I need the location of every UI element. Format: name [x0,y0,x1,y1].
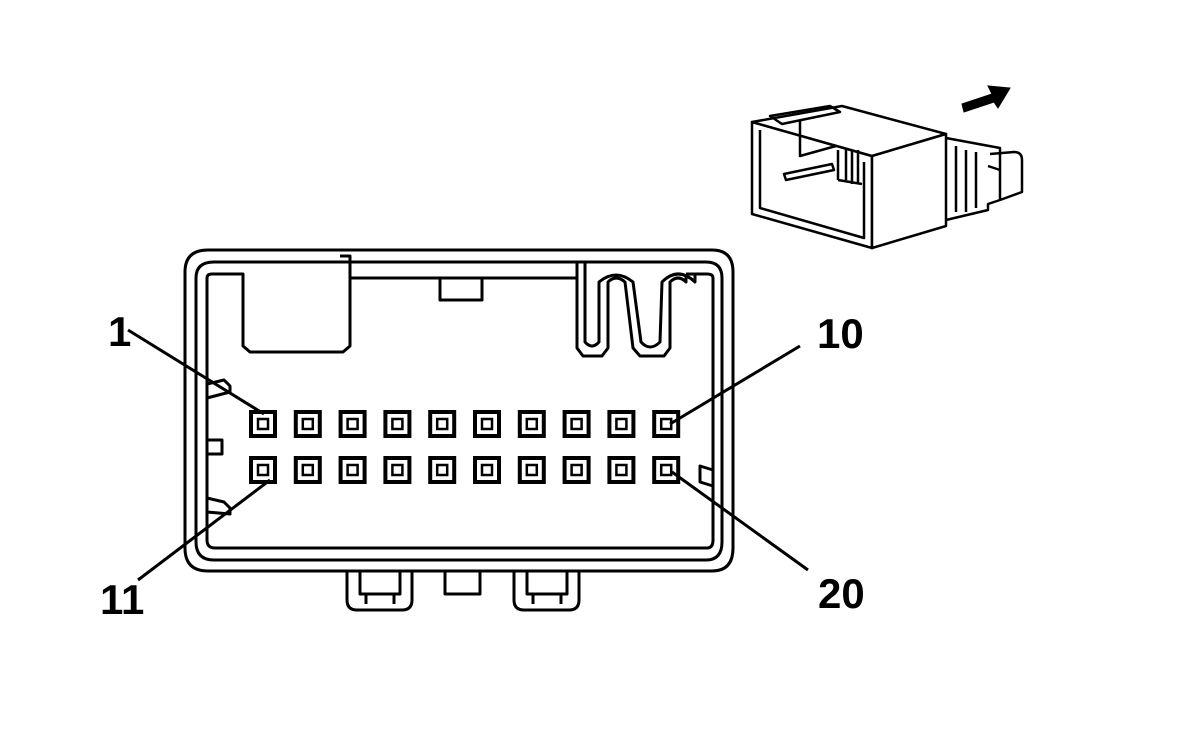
iso-pin-slots [836,148,863,186]
pin-cavity-outer [428,456,457,484]
bottom-tab-right [512,571,581,612]
pin-cavity-18 [562,456,591,484]
housing-inner-rim [194,260,724,562]
pin-label-11: 11 [100,576,144,623]
leader-line-pin-1 [127,328,265,416]
pin-cavity-15 [428,456,457,484]
pin-cavity-inner [301,417,315,431]
pin-cavity-6 [473,410,501,438]
pin-cavity-outer [517,456,546,484]
pin-cavity-inner [346,463,359,477]
pin-cavity-inner [256,417,270,431]
bottom-tab-left [345,571,414,612]
leader-line-pin-20 [671,470,809,572]
leader-lines [127,328,809,582]
iso-side-face [870,132,948,250]
left-notch-upper [206,378,232,400]
pin-cavity-inner [256,463,270,477]
pin-cavity-3 [338,410,367,438]
pin-cavity-inner [301,463,315,477]
iso-top-step [798,120,837,158]
pin-cavity-1 [249,410,277,438]
bottom-tab-left-inner [358,571,402,604]
iso-rear-body [945,136,1002,222]
bottom-key [443,571,482,596]
pin-grid [249,410,681,484]
pin-cavity-10 [652,410,681,438]
pin-label-1: 1 [108,308,131,355]
pin-label-20: 20 [818,570,865,617]
pin-cavity-11 [249,456,277,484]
pin-cavity-inner [480,417,494,431]
pin-cavity-inner [615,417,628,431]
pin-cavity-7 [517,410,546,438]
iso-top-latch [768,104,842,126]
right-notch [698,464,714,488]
left-latch-pocket-inner [340,254,352,264]
pin-cavity-inner [570,417,583,431]
pin-cavity-inner [659,463,673,477]
cavity-top [205,272,715,550]
pin-cavity-19 [607,456,636,484]
pin-cavity-8 [562,410,591,438]
leader-line-pin-11 [137,478,271,582]
pin-cavity-12 [293,456,322,484]
pin-cavity-inner [435,417,449,431]
iso-rear-cap [987,150,1024,202]
pin-cavity-inner [570,463,583,477]
pin-cavity-inner [391,463,404,477]
pin-cavity-inner [435,463,449,477]
leader-line-pin-10 [669,344,801,426]
connector-face [183,248,735,612]
left-notch-middle [207,438,224,456]
pin-cavity-inner [391,417,404,431]
left-latch-pocket [236,262,352,354]
pin-cavity-14 [383,456,412,484]
pin-cavity-4 [383,410,412,438]
arrow-right-icon [961,85,1011,113]
housing-outer [183,248,735,573]
pin-cavity-16 [473,456,501,484]
pin-cavity-20 [652,456,681,484]
right-latch-slots-inner [583,262,697,349]
pin-cavity-inner [525,463,539,477]
pin-cavity-inner [659,417,673,431]
pin-cavity-9 [607,410,636,438]
pin-label-10: 10 [817,310,864,357]
pin-cavity-5 [428,410,457,438]
pin-cavity-17 [517,456,546,484]
pin-cavity-outer [562,410,591,438]
pin-cavity-inner [346,417,359,431]
pin-cavity-inner [525,417,539,431]
bottom-tab-right-inner [525,571,569,604]
iso-inner-slot [782,162,836,182]
cavity-top-left [205,272,236,279]
left-notch-lower [206,496,232,516]
center-key [438,276,484,302]
iso-rear-lines [954,146,978,212]
pin-cavity-2 [293,410,322,438]
pin-cavity-13 [338,456,367,484]
iso-front-face-inner [758,130,866,240]
pin-cavity-inner [615,463,628,477]
connector-isometric-view [750,104,1024,250]
pin-cavity-inner [480,463,494,477]
right-latch-slots [575,262,688,358]
